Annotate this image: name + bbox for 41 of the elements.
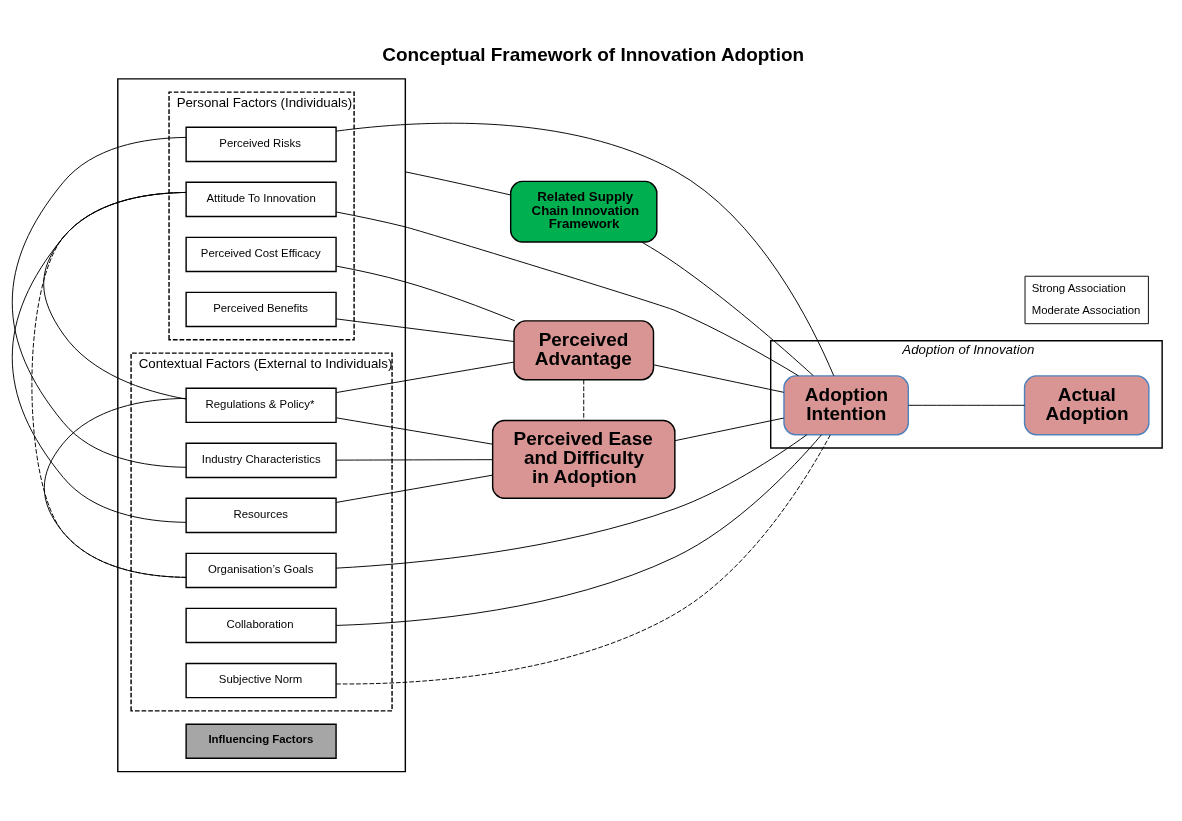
node-box: Subjective Norm [185, 662, 337, 698]
connector [908, 404, 1025, 406]
connector [335, 474, 493, 503]
connector [335, 416, 493, 445]
node-box: Regulations & Policy* [185, 387, 337, 423]
connector [43, 397, 187, 578]
legend-label: Moderate Association [1031, 303, 1141, 316]
node-box: Related Supply Chain Innovation Framework [509, 180, 658, 243]
connector [404, 170, 511, 195]
connector [335, 434, 831, 684]
connector [641, 241, 814, 376]
node-box: Perceived Benefits [185, 291, 337, 327]
connector [31, 191, 187, 578]
connector [335, 317, 515, 342]
node-box: Organisation’s Goals [185, 552, 337, 588]
node-box: Resources [185, 497, 337, 533]
connector [335, 211, 799, 376]
connector [335, 458, 493, 461]
node-box: Adoption Intention [783, 374, 909, 435]
connector [335, 265, 516, 321]
node-box: Collaboration [185, 607, 337, 643]
node-box: Perceived Risks [185, 126, 337, 162]
connector [11, 136, 187, 468]
node-box: Attitude To Innovation [185, 181, 337, 217]
diagram-title: Conceptual Framework of Innovation Adoption [382, 43, 805, 65]
node-box: Actual Adoption [1023, 374, 1150, 435]
connector [335, 433, 808, 569]
node-box: Perceived Ease and Difficulty in Adoption [491, 419, 676, 499]
legend-label: Strong Association [1031, 281, 1126, 294]
connector [335, 433, 823, 626]
connector [583, 378, 585, 421]
node-box: Industry Characteristics [185, 442, 337, 478]
node-box: Perceived Advantage [513, 319, 655, 380]
connector [11, 191, 187, 523]
node-box: Perceived Cost Efficacy [185, 236, 337, 272]
connector [335, 122, 835, 376]
node-box: Influencing Factors [185, 722, 337, 759]
cluster [117, 77, 407, 772]
connector [674, 417, 785, 441]
connector [335, 361, 515, 393]
connector [653, 363, 785, 393]
